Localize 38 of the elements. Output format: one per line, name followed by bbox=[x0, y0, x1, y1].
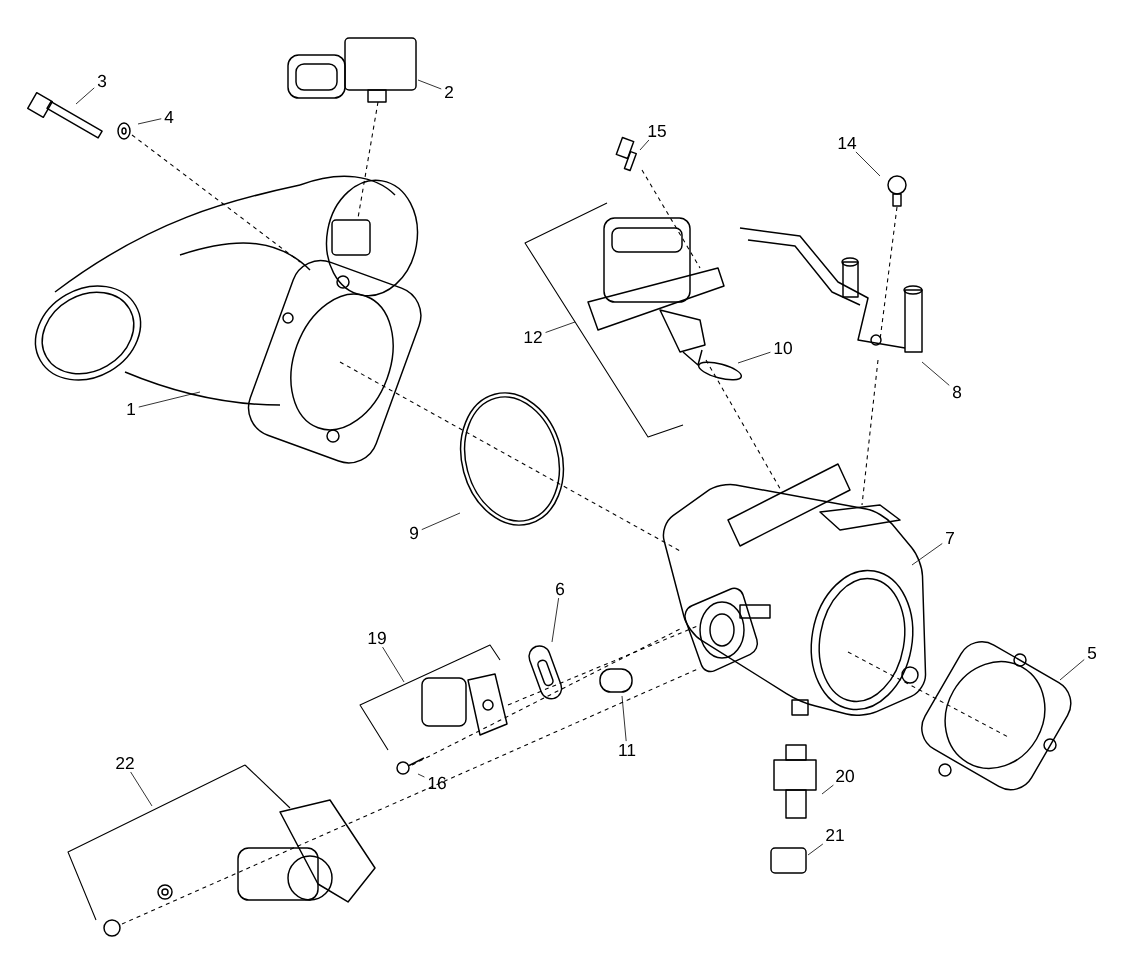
leader-line bbox=[417, 79, 442, 90]
leader-line bbox=[821, 784, 834, 795]
leader-line bbox=[382, 646, 405, 683]
callout-number: 22 bbox=[116, 756, 134, 770]
leader-line bbox=[137, 118, 162, 125]
callout-number: 20 bbox=[836, 769, 854, 783]
leader-line bbox=[911, 543, 943, 566]
leader-line bbox=[545, 321, 576, 333]
callout-number: 6 bbox=[556, 582, 565, 596]
leader-line bbox=[807, 843, 824, 856]
callout-number: 5 bbox=[1087, 646, 1097, 660]
callout-number: 1 bbox=[127, 403, 135, 415]
leader-line bbox=[921, 361, 950, 386]
callout-number: 14 bbox=[838, 137, 857, 149]
leader-line bbox=[737, 351, 771, 364]
callout-number: 8 bbox=[952, 385, 962, 399]
leader-line bbox=[138, 391, 201, 408]
callout-number: 10 bbox=[774, 341, 792, 355]
callout-number: 7 bbox=[946, 532, 954, 544]
callout-number: 4 bbox=[164, 111, 174, 123]
leader-line bbox=[621, 695, 627, 742]
leader-line bbox=[551, 597, 560, 643]
leader-line bbox=[130, 771, 153, 807]
leader-line bbox=[855, 151, 881, 177]
callout-number: 3 bbox=[97, 74, 107, 88]
callout-number: 2 bbox=[445, 85, 453, 99]
callout-number: 16 bbox=[428, 776, 446, 790]
leader-line bbox=[417, 773, 425, 778]
leader-line bbox=[639, 139, 650, 151]
callout-number: 21 bbox=[826, 828, 844, 842]
leader-line bbox=[421, 512, 461, 531]
callout-number: 12 bbox=[524, 330, 542, 344]
leader-line bbox=[1059, 659, 1085, 681]
callout-number: 9 bbox=[410, 526, 418, 540]
callout-number: 19 bbox=[368, 631, 386, 645]
callout-number: 11 bbox=[619, 744, 636, 756]
leader-line bbox=[75, 87, 95, 105]
callout-number: 15 bbox=[648, 124, 666, 138]
